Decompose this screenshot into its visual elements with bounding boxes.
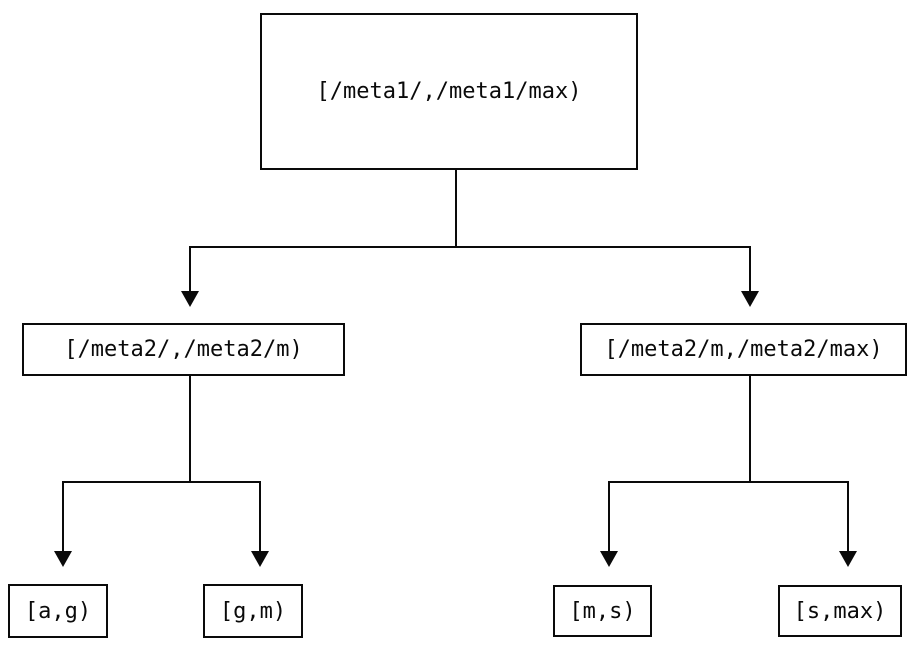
node-label: [g,m)	[219, 598, 287, 624]
edge-root-branch	[189, 246, 751, 248]
node-label: [a,g)	[24, 598, 92, 624]
node-label: [s,max)	[793, 598, 887, 624]
edge-left-to-ag-drop	[62, 481, 64, 551]
node-left-interval: [/meta2/,/meta2/m)	[22, 323, 345, 376]
edge-left-to-gm-drop	[259, 481, 261, 551]
edge-root-to-left-drop	[189, 246, 191, 291]
node-leaf-s-max: [s,max)	[778, 585, 902, 637]
arrowhead-down-icon	[181, 291, 199, 307]
node-root-interval: [/meta1/,/meta1/max)	[260, 13, 638, 170]
node-label: [/meta1/,/meta1/max)	[316, 79, 582, 104]
arrowhead-down-icon	[600, 551, 618, 567]
arrowhead-down-icon	[839, 551, 857, 567]
arrowhead-down-icon	[251, 551, 269, 567]
node-leaf-m-s: [m,s)	[553, 585, 652, 637]
edge-root-stem	[455, 170, 457, 248]
arrowhead-down-icon	[741, 291, 759, 307]
edge-right-stem	[749, 375, 751, 483]
node-label: [/meta2/m,/meta2/max)	[604, 337, 883, 362]
node-leaf-g-m: [g,m)	[203, 584, 303, 638]
node-label: [m,s)	[569, 598, 636, 624]
edge-root-to-right-drop	[749, 246, 751, 291]
edge-right-to-smax-drop	[847, 481, 849, 551]
arrowhead-down-icon	[54, 551, 72, 567]
node-right-interval: [/meta2/m,/meta2/max)	[580, 323, 907, 376]
edge-right-branch	[608, 481, 849, 483]
edge-left-stem	[189, 375, 191, 483]
edge-left-branch	[62, 481, 261, 483]
node-label: [/meta2/,/meta2/m)	[64, 337, 303, 362]
edge-right-to-ms-drop	[608, 481, 610, 551]
node-leaf-a-g: [a,g)	[8, 584, 108, 638]
